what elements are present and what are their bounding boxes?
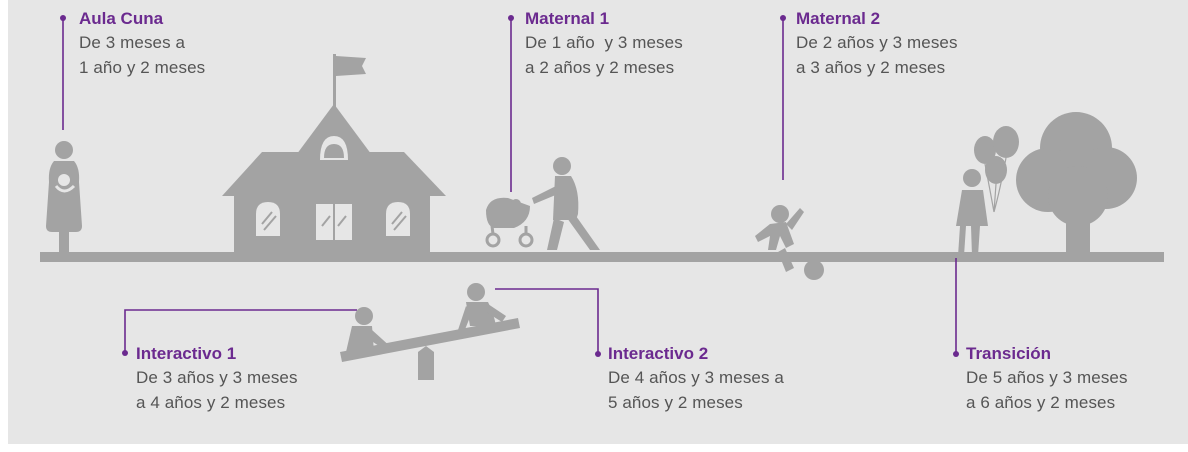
diagram-background <box>8 0 1188 444</box>
stage-interactivo-2: Interactivo 2 De 4 años y 3 meses a 5 añ… <box>608 343 784 415</box>
stage-interactivo-1: Interactivo 1 De 3 años y 3 meses a 4 añ… <box>136 343 298 415</box>
stage-maternal-1: Maternal 1 De 1 año y 3 meses a 2 años y… <box>525 8 683 80</box>
stage-aula-cuna: Aula Cuna De 3 meses a 1 año y 2 meses <box>79 8 205 80</box>
connector-interactivo-1 <box>124 309 357 351</box>
dot-transicion <box>953 351 959 357</box>
parent-with-stroller-icon <box>485 157 600 250</box>
child-playing-ball-icon <box>755 205 824 280</box>
stage-age-range-line1: De 5 años y 3 meses <box>966 368 1128 387</box>
stage-age-range-line2: 5 años y 2 meses <box>608 393 743 412</box>
stage-age-range-line1: De 4 años y 3 meses a <box>608 368 784 387</box>
tree-icon <box>1016 112 1137 256</box>
mother-with-baby-icon <box>46 141 82 256</box>
stage-age-range-line2: a 4 años y 2 meses <box>136 393 286 412</box>
stage-title: Maternal 1 <box>525 9 610 28</box>
stage-age-range-line1: De 3 años y 3 meses <box>136 368 298 387</box>
connector-interactivo-2 <box>495 288 599 354</box>
stage-title: Interactivo 1 <box>136 344 237 363</box>
stage-age-range-line1: De 1 año y 3 meses <box>525 33 683 52</box>
connector-lines <box>62 20 957 354</box>
seesaw-children-icon <box>340 283 520 380</box>
stage-title: Maternal 2 <box>796 9 881 28</box>
stage-title: Transición <box>966 344 1052 363</box>
stage-title: Aula Cuna <box>79 9 164 28</box>
dot-interactivo-2 <box>595 351 601 357</box>
stage-age-range-line2: 1 año y 2 meses <box>79 58 206 77</box>
dot-aula-cuna <box>60 15 66 21</box>
stage-age-range-line1: De 2 años y 3 meses <box>796 33 958 52</box>
stage-age-range-line2: a 2 años y 2 meses <box>525 58 675 77</box>
school-building-icon <box>222 54 446 252</box>
dot-maternal-1 <box>508 15 514 21</box>
stage-age-range-line2: a 6 años y 2 meses <box>966 393 1116 412</box>
ground-line <box>40 252 1164 262</box>
stage-age-range-line2: a 3 años y 2 meses <box>796 58 946 77</box>
dot-maternal-2 <box>780 15 786 21</box>
dot-interactivo-1 <box>122 350 128 356</box>
stage-age-range-line1: De 3 meses a <box>79 33 186 52</box>
stage-transicion: Transición De 5 años y 3 meses a 6 años … <box>966 343 1128 415</box>
child-with-balloons-icon <box>956 126 1019 256</box>
stage-title: Interactivo 2 <box>608 344 709 363</box>
connector-dots <box>60 15 959 357</box>
stage-maternal-2: Maternal 2 De 2 años y 3 meses a 3 años … <box>796 8 958 80</box>
